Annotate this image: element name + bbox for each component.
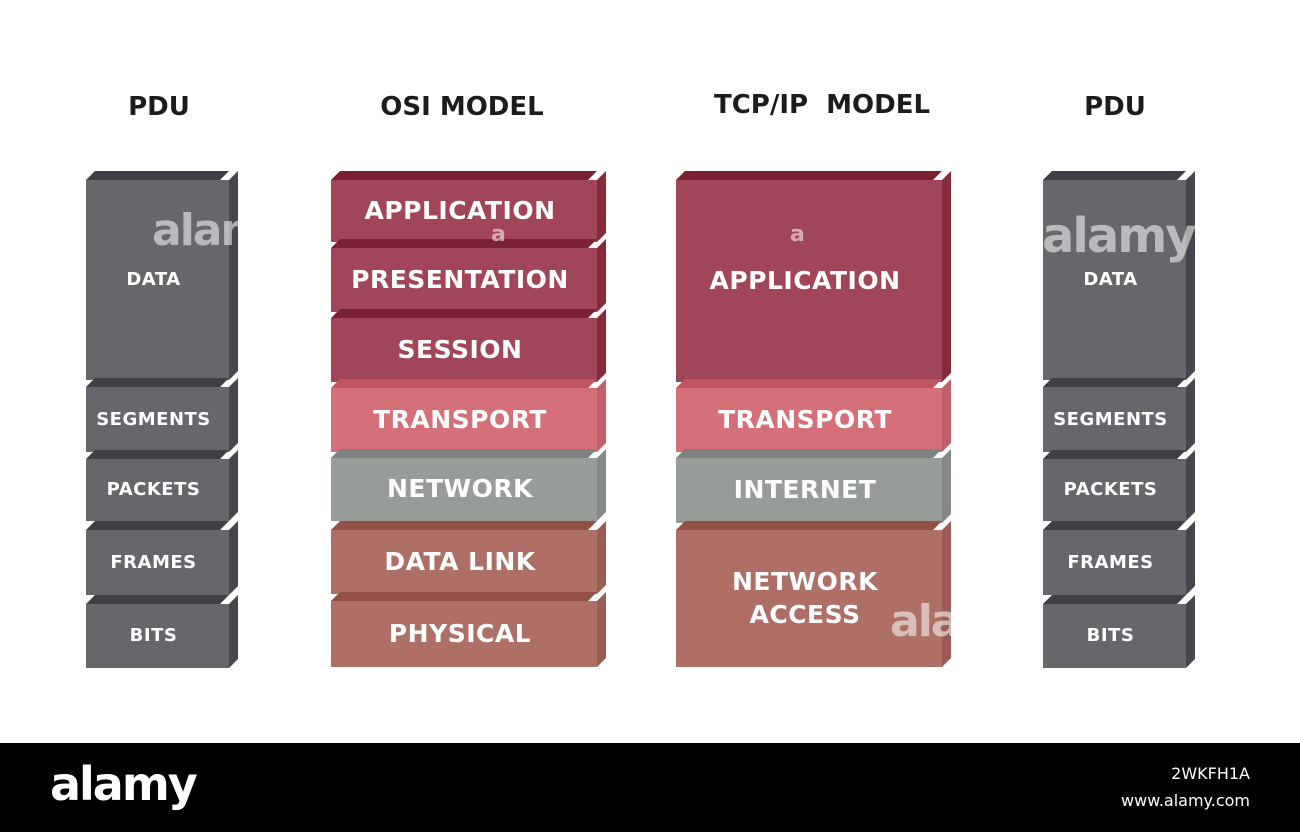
watermark-a-tcp: a: [790, 222, 805, 247]
osi-network-layer: NETWORK: [331, 458, 597, 521]
tcpip-internet-layer: INTERNET: [676, 458, 942, 523]
pdu-left-frames-label: FRAMES: [110, 551, 197, 573]
pdu-left-data-label: DATA: [126, 269, 181, 291]
pdu-right-stack: DATA SEGMENTS PACKETS FRAMES BITS: [1043, 180, 1186, 668]
osi-network-label: NETWORK: [386, 474, 533, 504]
pdu-left-heading: PDU: [128, 92, 190, 122]
pdu-right-data-label: DATA: [1083, 269, 1138, 291]
pdu-left-bits-block: BITS: [86, 604, 229, 668]
watermark-right: alamy: [1042, 208, 1197, 264]
pdu-left-packets-label: PACKETS: [106, 479, 201, 501]
watermark-bottom-right: alamy: [890, 596, 1031, 647]
osi-transport-label: TRANSPORT: [373, 404, 547, 434]
pdu-right-packets-label: PACKETS: [1063, 479, 1158, 501]
pdu-left-bits-label: BITS: [129, 625, 178, 647]
footer-bar: alamy 2WKFH1A www.alamy.com: [0, 743, 1300, 832]
osi-model-heading: OSI MODEL: [380, 92, 544, 122]
osi-presentation-label: PRESENTATION: [351, 264, 569, 294]
osi-session-layer: SESSION: [331, 318, 597, 382]
osi-application-label: APPLICATION: [364, 195, 556, 225]
pdu-right-frames-block: FRAMES: [1043, 530, 1186, 595]
footer-url: www.alamy.com: [1121, 791, 1250, 810]
osi-application-layer: APPLICATION: [331, 180, 597, 242]
osi-data-link-layer: DATA LINK: [331, 530, 597, 594]
pdu-right-frames-label: FRAMES: [1067, 551, 1154, 573]
tcpip-network-access-layer: NETWORK ACCESS: [676, 530, 942, 667]
osi-model-stack: APPLICATION PRESENTATION SESSION TRANSPO…: [331, 180, 597, 667]
tcpip-model-heading: TCP/IP MODEL: [713, 90, 931, 120]
pdu-right-bits-block: BITS: [1043, 604, 1186, 668]
pdu-right-packets-block: PACKETS: [1043, 459, 1186, 521]
watermark-left: alamy: [152, 205, 293, 256]
tcpip-network-access-label: NETWORK ACCESS: [731, 567, 878, 629]
tcpip-application-layer: APPLICATION: [676, 180, 942, 382]
osi-physical-layer: PHYSICAL: [331, 601, 597, 667]
osi-data-link-label: DATA LINK: [384, 546, 536, 576]
pdu-right-bits-label: BITS: [1086, 625, 1135, 647]
osi-physical-label: PHYSICAL: [388, 618, 532, 648]
tcpip-transport-layer: TRANSPORT: [676, 388, 942, 452]
pdu-left-segments-block: SEGMENTS: [86, 387, 229, 452]
watermark-a-osi: a: [491, 222, 506, 247]
footer-image-id: 2WKFH1A: [1171, 764, 1250, 783]
pdu-left-stack: DATA SEGMENTS PACKETS FRAMES BITS: [86, 180, 229, 668]
tcpip-application-label: APPLICATION: [709, 265, 901, 295]
pdu-right-segments-block: SEGMENTS: [1043, 387, 1186, 452]
pdu-right-data-block: DATA: [1043, 180, 1186, 380]
pdu-left-data-block: DATA: [86, 180, 229, 380]
osi-session-label: SESSION: [397, 334, 523, 364]
pdu-right-segments-label: SEGMENTS: [1053, 408, 1168, 430]
tcpip-model-stack: APPLICATION TRANSPORT INTERNET NETWORK A…: [676, 180, 942, 667]
tcpip-transport-label: TRANSPORT: [718, 404, 892, 434]
tcpip-internet-label: INTERNET: [733, 475, 877, 505]
pdu-right-heading: PDU: [1084, 92, 1146, 122]
osi-presentation-layer: PRESENTATION: [331, 248, 597, 312]
pdu-left-packets-block: PACKETS: [86, 459, 229, 521]
pdu-left-frames-block: FRAMES: [86, 530, 229, 595]
footer-logo: alamy: [50, 757, 198, 811]
osi-transport-layer: TRANSPORT: [331, 388, 597, 452]
pdu-left-segments-label: SEGMENTS: [96, 408, 211, 430]
